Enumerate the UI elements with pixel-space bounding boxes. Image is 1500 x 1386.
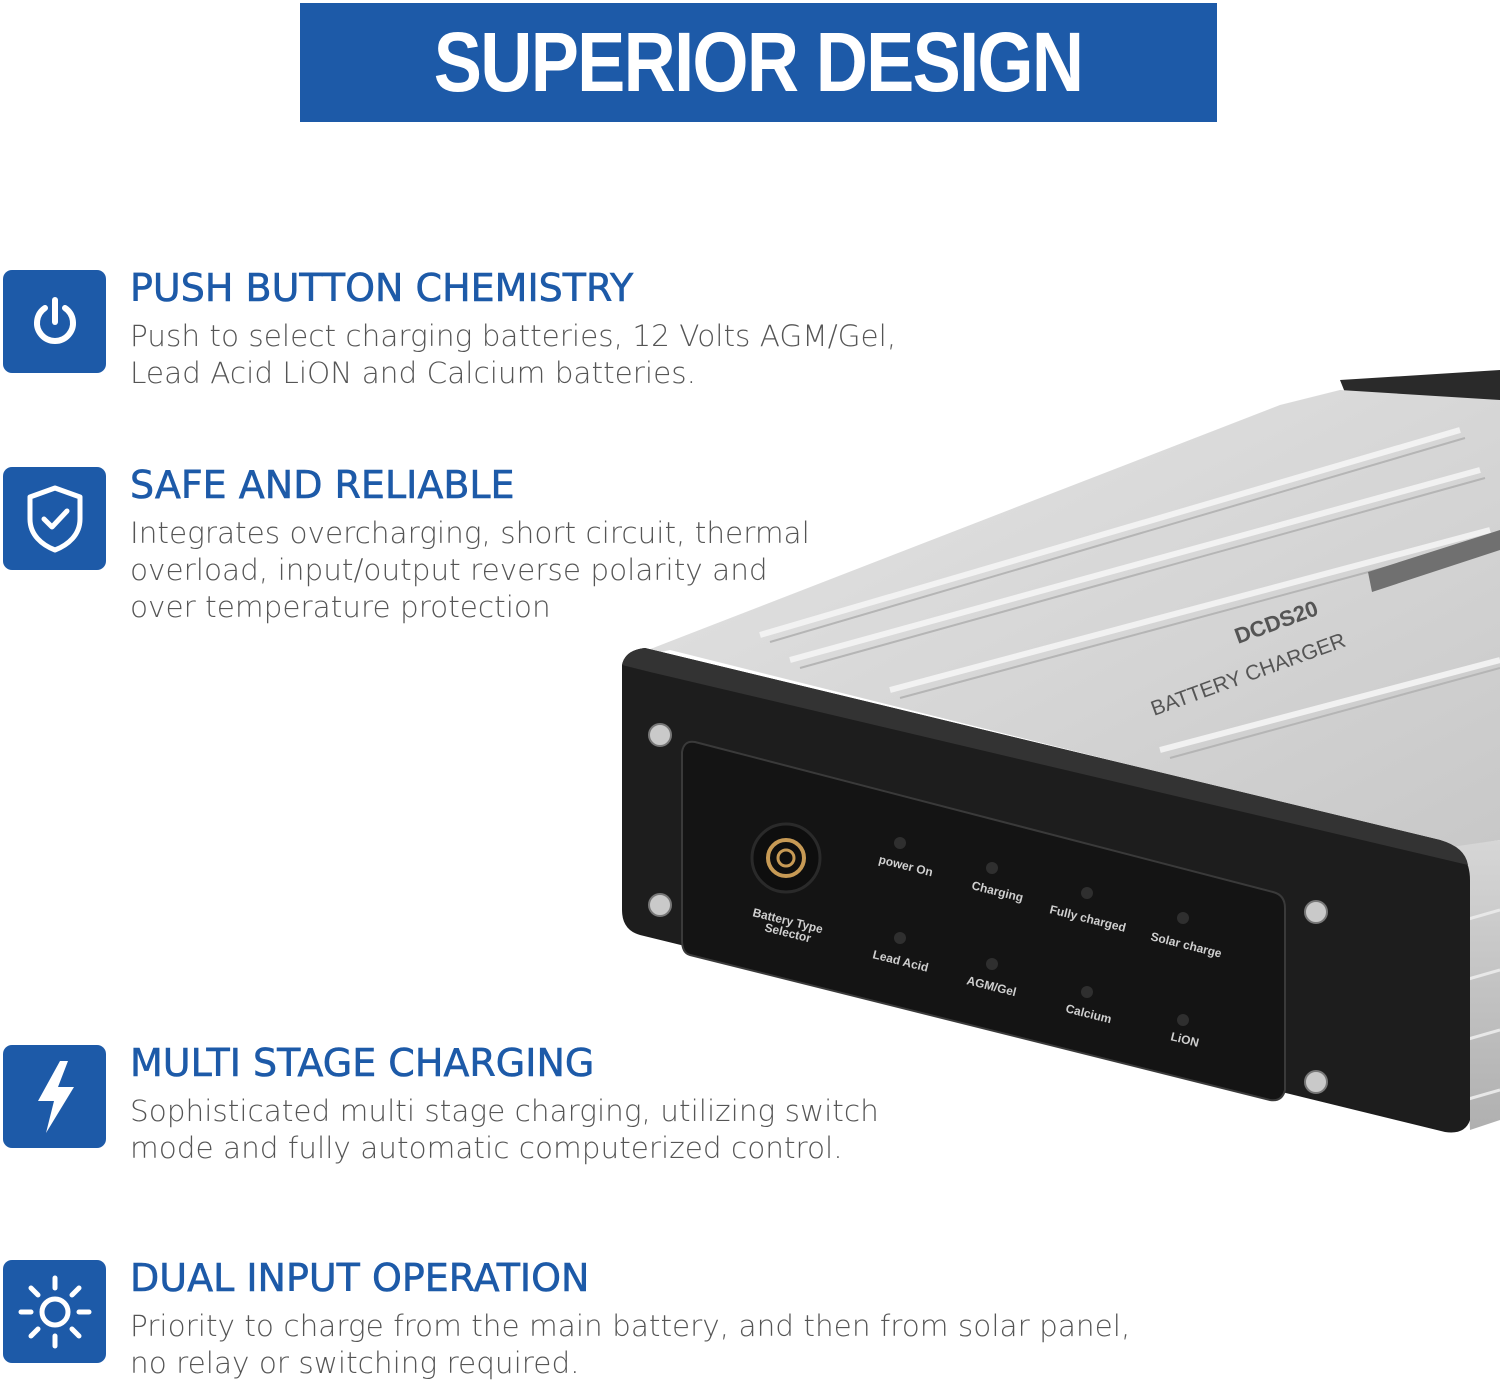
title-banner: SUPERIOR DESIGN — [300, 3, 1217, 122]
feature-description: Integrates overcharging, short circuit, … — [130, 516, 810, 624]
feature-title: DUAL INPUT OPERATION — [130, 1256, 590, 1301]
feature-description: Priority to charge from the main battery… — [130, 1309, 1131, 1380]
feature-title: MULTI STAGE CHARGING — [130, 1041, 595, 1086]
indicator-label: LiON — [1169, 1029, 1200, 1050]
banner-title: SUPERIOR DESIGN — [434, 15, 1084, 109]
battery-charger-image: DCDS20 BATTERY CHARGER Battery Type Sele… — [560, 360, 1500, 1160]
feature-title: SAFE AND RELIABLE — [130, 463, 515, 508]
sun-icon — [3, 1260, 106, 1363]
feature-title: PUSH BUTTON CHEMISTRY — [130, 266, 634, 311]
lightning-bolt-icon — [3, 1045, 106, 1148]
feature-description: Push to select charging batteries, 12 Vo… — [130, 319, 897, 390]
feature-description: Sophisticated multi stage charging, util… — [130, 1094, 879, 1165]
power-icon — [3, 270, 106, 373]
shield-check-icon — [3, 467, 106, 570]
